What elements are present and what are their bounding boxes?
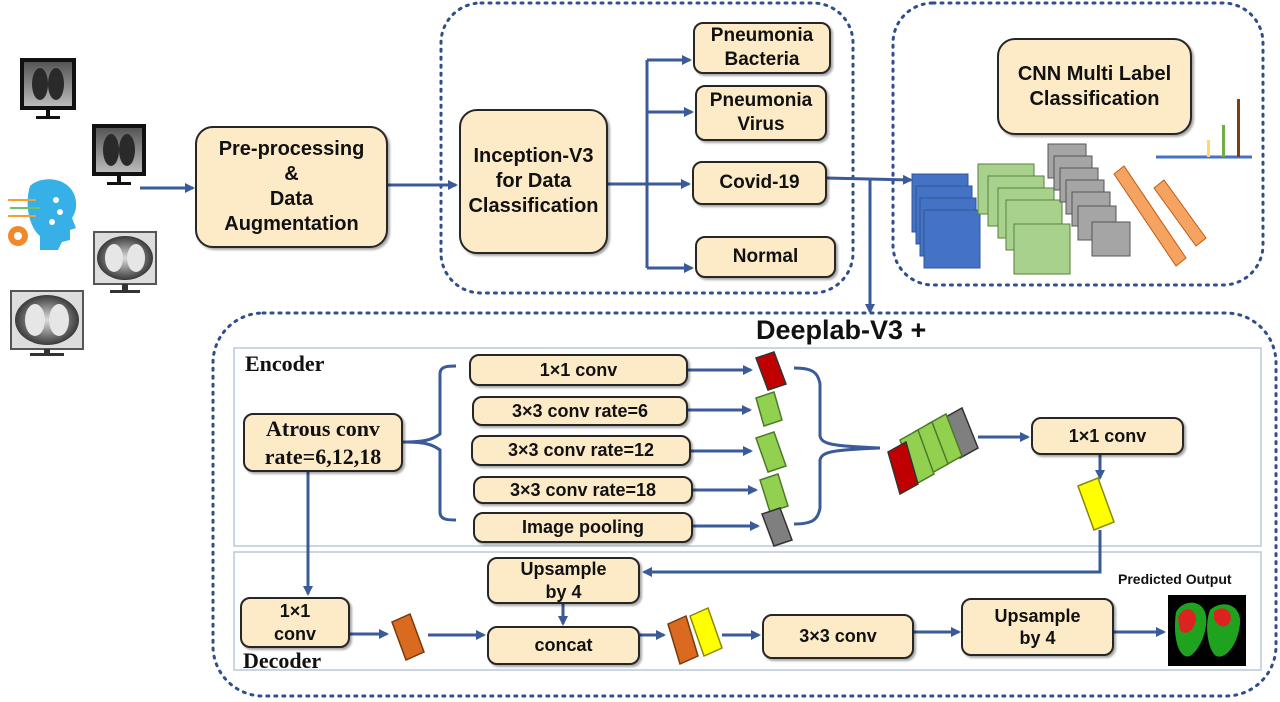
branch-3x3-rate18: 3×3 conv rate=18: [473, 476, 693, 504]
concat-feature-pair: [667, 606, 723, 666]
deeplab-group: [211, 311, 1278, 698]
merge-brace: [793, 366, 881, 526]
branch-feature-maps: [755, 351, 793, 547]
branch-3x3-rate6: 3×3 conv rate=6: [472, 396, 688, 426]
segmentation-mask-icon: [1168, 595, 1246, 666]
encoder-label: Encoder: [245, 351, 325, 376]
low-level-feature: [391, 612, 425, 662]
predicted-output-label: Predicted Output: [1118, 571, 1232, 587]
branch-1x1-conv: 1×1 conv: [469, 354, 688, 386]
chest-xray-monitor-icon: [92, 124, 146, 185]
arrow-encoder-to-upsample: [642, 530, 1102, 577]
conv3x3-box: 3×3 conv: [762, 614, 914, 659]
preprocessing-box: Pre-processing & Data Augmentation: [195, 126, 388, 248]
class-normal: Normal: [695, 236, 836, 278]
ct-scan-monitor-icon: [10, 290, 84, 356]
arrow-covid-to-cnn: [825, 174, 913, 314]
ct-scan-monitor-icon: [93, 231, 157, 293]
encoder-output-feature: [1077, 477, 1115, 531]
gear-icon: [8, 226, 28, 246]
encoder-panel: [233, 347, 1262, 547]
inception-group: [439, 1, 855, 295]
chest-xray-monitor-icon: [20, 58, 76, 119]
upsample-top-box: Upsample by 4: [487, 557, 640, 604]
cnn-group: [891, 1, 1265, 287]
decoder-1x1-conv: 1×1 conv: [240, 597, 350, 648]
inception-v3-box: Inception-V3 for Data Classification: [459, 109, 608, 254]
classification-bars: [1156, 99, 1252, 159]
encoder-branch-brace: [402, 364, 457, 522]
decoder-label: Decoder: [243, 648, 322, 673]
decoder-panel: [233, 551, 1262, 671]
deeplab-title: Deeplab-V3 +: [756, 315, 927, 345]
cnn-multilabel-box: CNN Multi Label Classification: [997, 38, 1192, 135]
encoder-branch-arrows: [688, 365, 760, 531]
ai-head-icon: [8, 179, 77, 250]
cnn-feature-blocks: [911, 143, 1207, 275]
encoder-1x1-conv: 1×1 conv: [1031, 417, 1184, 455]
class-pneumonia-bacteria: Pneumonia Bacteria: [693, 22, 831, 74]
branch-image-pooling: Image pooling: [473, 512, 693, 543]
concatenated-feature-stack: [887, 406, 979, 496]
branch-3x3-rate12: 3×3 conv rate=12: [471, 435, 691, 466]
upsample-bottom-box: Upsample by 4: [961, 598, 1114, 656]
concat-box: concat: [487, 626, 640, 665]
atrous-conv-box: Atrous conv rate=6,12,18: [243, 413, 403, 472]
class-covid-19: Covid-19: [692, 161, 827, 205]
inception-branch-arrows: [608, 55, 694, 273]
class-pneumonia-virus: Pneumonia Virus: [695, 85, 827, 141]
